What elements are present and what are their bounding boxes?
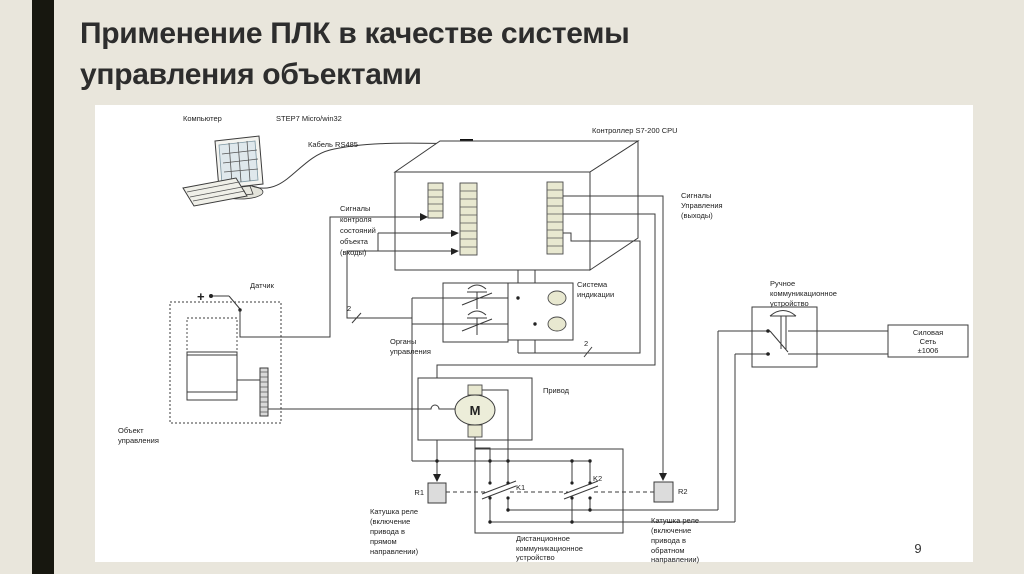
relay2-label: R2 xyxy=(678,487,688,496)
power-network-label: Силовая Сеть ±1006 xyxy=(913,328,943,355)
motor-brush-bottom xyxy=(467,424,483,438)
svg-text:Силовая: Силовая xyxy=(913,328,943,337)
svg-text:Объект: Объект xyxy=(118,426,144,435)
svg-text:обратном: обратном xyxy=(651,546,685,555)
tank-filled-part xyxy=(186,351,238,401)
power-network-box xyxy=(887,324,969,358)
svg-text:(входы): (входы) xyxy=(340,248,367,257)
mechanical-link xyxy=(268,404,455,410)
manual-device-label: Ручное коммуникационное устройство xyxy=(770,279,837,308)
svg-text:управления: управления xyxy=(390,347,431,356)
slide-title-line2: управления объектами xyxy=(80,58,422,91)
svg-text:управления: управления xyxy=(118,436,159,445)
svg-text:коммуникационное: коммуникационное xyxy=(770,289,837,298)
controller-label: Контроллер S7-200 CPU xyxy=(592,126,678,135)
svg-text:устройство: устройство xyxy=(770,299,809,308)
accent-bar xyxy=(32,0,54,574)
drive-box xyxy=(268,377,533,461)
drive-label: Привод xyxy=(543,386,570,395)
svg-text:прямом: прямом xyxy=(370,537,397,546)
input-terminal-strip-large xyxy=(459,182,478,256)
wire-count-slash-indication xyxy=(583,346,593,358)
contact-k1 xyxy=(481,461,517,522)
cable-label: Кабель RS485 xyxy=(308,140,358,149)
indication-box xyxy=(507,282,574,341)
indicator-lamp-1 xyxy=(547,290,567,306)
svg-text:привода в: привода в xyxy=(370,527,405,536)
output-terminal-strip xyxy=(546,181,564,255)
svg-text:(выходы): (выходы) xyxy=(681,211,713,220)
sensor-label: Датчик xyxy=(250,281,275,290)
svg-text:объекта: объекта xyxy=(340,237,369,246)
wire-count-indication: 2 xyxy=(584,339,588,348)
pushbutton-1 xyxy=(461,284,493,309)
controls-box xyxy=(411,282,548,461)
pushbutton-2 xyxy=(461,310,493,335)
svg-text:привода в: привода в xyxy=(651,536,686,545)
svg-text:Сигналы: Сигналы xyxy=(340,204,370,213)
svg-text:(включение: (включение xyxy=(651,526,691,535)
svg-text:Дистанционное: Дистанционное xyxy=(516,534,570,543)
inputs-label: Сигналы контроля состояний объекта (вход… xyxy=(340,204,376,257)
motor xyxy=(454,394,496,426)
svg-text:направлении): направлении) xyxy=(370,547,419,556)
remote-device-label: Дистанционное коммуникационное устройств… xyxy=(516,534,583,562)
outputs-label: Сигналы Управления (выходы) xyxy=(681,191,723,220)
svg-text:направлении): направлении) xyxy=(651,555,700,564)
remote-device-box xyxy=(412,448,735,534)
contact2-label: K2 xyxy=(593,474,602,483)
plus-label: + xyxy=(197,289,205,304)
controls-label: Органы управления xyxy=(390,337,431,356)
motor-wires xyxy=(474,389,509,461)
wire-count-inputs: 2 xyxy=(347,304,351,313)
svg-text:состояний: состояний xyxy=(340,226,376,235)
svg-text:Система: Система xyxy=(577,280,608,289)
manual-switch xyxy=(769,310,797,353)
input-wires xyxy=(239,213,459,338)
manual-device-box xyxy=(717,306,888,522)
indication-label: Система индикации xyxy=(577,280,614,299)
slide-title-line1: Применение ПЛК в качестве системы xyxy=(80,17,630,50)
page-number: 9 xyxy=(914,541,922,556)
contact-k2 xyxy=(563,461,599,522)
wire-count-slash-inputs xyxy=(351,312,362,324)
svg-text:Органы: Органы xyxy=(390,337,416,346)
rs485-cable xyxy=(251,142,462,189)
contact1-label: K1 xyxy=(516,483,525,492)
svg-text:Сеть: Сеть xyxy=(920,337,937,346)
svg-text:(включение: (включение xyxy=(370,517,410,526)
sensor-switch xyxy=(209,294,242,312)
relay1-label: R1 xyxy=(414,488,424,497)
computer-icon xyxy=(182,135,264,207)
svg-text:Управления: Управления xyxy=(681,201,723,210)
relay1-caption: Катушка реле (включение привода в прямом… xyxy=(370,507,419,556)
relay-coil-r1 xyxy=(427,482,447,504)
slide-title: Применение ПЛК в качестве системы управл… xyxy=(80,13,980,95)
motor-label: M xyxy=(470,403,481,418)
svg-text:±1006: ±1006 xyxy=(918,346,939,355)
object-label: Объект управления xyxy=(118,426,159,445)
tank-empty-part xyxy=(186,317,238,353)
svg-text:коммуникационное: коммуникационное xyxy=(516,544,583,553)
relay2-caption: Катушка реле (включение привода в обратн… xyxy=(651,516,700,564)
svg-text:индикации: индикации xyxy=(577,290,614,299)
motor-brush-top xyxy=(467,384,483,396)
indicator-lamp-2 xyxy=(547,316,567,332)
svg-text:устройство: устройство xyxy=(516,553,555,562)
svg-text:Ручное: Ручное xyxy=(770,279,795,288)
svg-text:Катушка реле: Катушка реле xyxy=(651,516,699,525)
relay-coil-r2 xyxy=(653,481,674,503)
input-terminal-strip-small xyxy=(427,182,444,219)
computer-label: Компьютер xyxy=(183,114,222,123)
controlled-object xyxy=(169,301,282,424)
junction-dots xyxy=(435,296,770,524)
svg-text:Сигналы: Сигналы xyxy=(681,191,711,200)
software-label: STEP7 Micro/win32 xyxy=(276,114,342,123)
svg-text:контроля: контроля xyxy=(340,215,372,224)
svg-text:Катушка реле: Катушка реле xyxy=(370,507,418,516)
